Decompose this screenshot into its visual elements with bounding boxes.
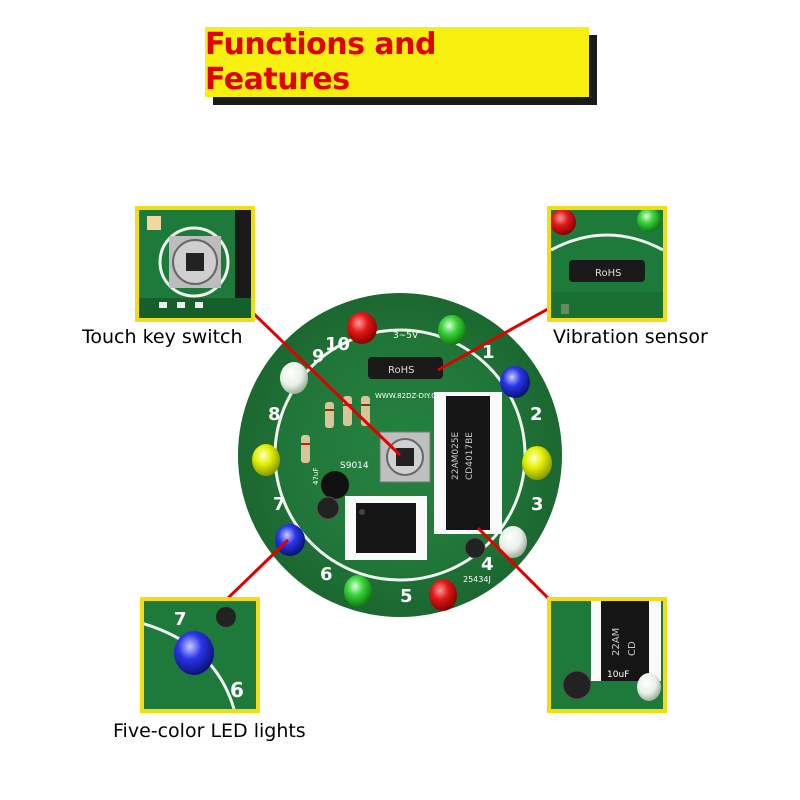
callout-pointers [226, 303, 556, 604]
touch-key-switch [379, 431, 431, 483]
svg-text:CD: CD [627, 641, 638, 656]
board-cap-label: 47uF [312, 468, 320, 485]
svg-text:RoHS: RoHS [595, 268, 621, 279]
board-number-3: 3 [531, 494, 544, 515]
led-green [344, 575, 372, 607]
callout-led: Five-color LED lights [113, 720, 306, 742]
board-number-2: 2 [530, 404, 543, 425]
title-banner: Functions and Features [205, 27, 597, 105]
board-voltage-label: 3~5V [393, 331, 419, 341]
led-white [280, 362, 308, 394]
capacitor [316, 496, 340, 520]
svg-text:10uF: 10uF [607, 670, 629, 680]
svg-text:6: 6 [230, 678, 244, 702]
led-ring [252, 312, 552, 611]
board-number-10: 10 [325, 334, 350, 355]
transistor [321, 471, 349, 499]
ic-chip-small [345, 496, 427, 560]
pointer-vibration [437, 303, 556, 372]
pointer-chip [476, 526, 554, 604]
board-code-label: 25434J [463, 575, 491, 584]
callout-touch-key: Touch key switch [82, 326, 243, 348]
chip-text-2: CD4017BE [465, 432, 475, 480]
pointer-led [226, 538, 290, 600]
board-number-1: 1 [482, 342, 495, 363]
board-number-6: 6 [320, 564, 333, 585]
board-number-9: 9 [312, 346, 325, 367]
led-red [347, 312, 377, 344]
vibration-sensor [368, 357, 443, 379]
title-box: Functions and Features [205, 27, 589, 97]
inset-chip: 22AM CD 10uF [547, 597, 667, 713]
svg-text:7: 7 [174, 609, 187, 630]
chip-text-1: 22AM025E [451, 431, 461, 480]
board-url-label: WWW.82DZ-DIY.COM [375, 392, 448, 400]
board-number-7: 7 [273, 494, 286, 515]
board-number-8: 8 [268, 404, 281, 425]
inset-led: 7 6 [140, 597, 260, 713]
sensor-rohs-label: RoHS [388, 365, 414, 376]
board-number-4: 4 [481, 554, 494, 575]
inset-touch-key [135, 206, 255, 322]
board-number-5: 5 [400, 586, 413, 607]
callout-vibration: Vibration sensor [553, 326, 708, 348]
pointer-touch-key [250, 310, 402, 457]
led-yellow [522, 446, 552, 480]
led-yellow [252, 444, 280, 476]
svg-text:22AM: 22AM [611, 628, 622, 656]
ic-chip-large: 22AM025E CD4017BE [434, 392, 502, 534]
inset-vibration: RoHS [547, 206, 667, 322]
capacitor-2 [464, 537, 486, 559]
led-blue [275, 524, 305, 556]
led-green [438, 315, 466, 345]
board-transistor-label: S9014 [340, 461, 369, 471]
led-red [429, 579, 457, 611]
page-title: Functions and Features [205, 27, 436, 97]
led-white [499, 526, 527, 558]
led-blue [500, 366, 530, 398]
